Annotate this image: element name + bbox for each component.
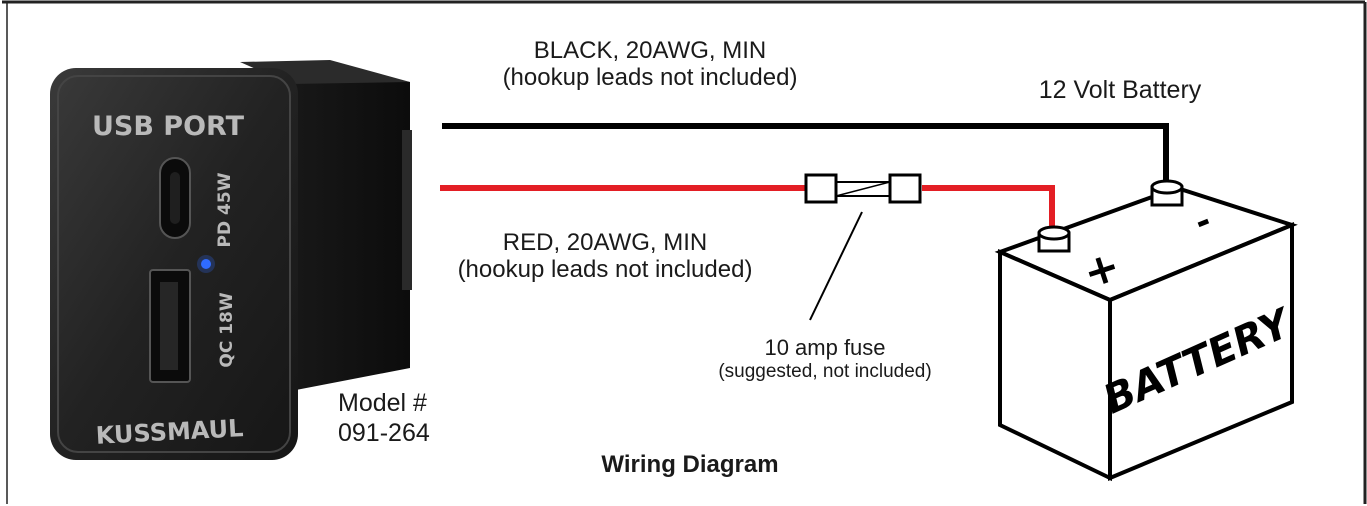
- port-a-label: QC 18W: [217, 292, 237, 368]
- device-bezel: [50, 68, 298, 460]
- battery-caption: 12 Volt Battery: [1038, 76, 1202, 104]
- fuse-rating: 10 amp fuse: [764, 335, 886, 360]
- fuse-leader-line: [809, 211, 863, 321]
- red-wire-label: RED, 20AWG, MIN (hookup leads not includ…: [420, 229, 790, 284]
- battery-icon: + - BATTERY: [994, 179, 1298, 482]
- red-wire-note: (hookup leads not included): [457, 255, 753, 283]
- fuse-note: (suggested, not included): [718, 360, 932, 382]
- negative-terminal: [1150, 179, 1184, 195]
- fuse-icon: [804, 173, 922, 204]
- model-value: 091-264: [338, 419, 430, 447]
- model-number: Model # 091-264: [338, 388, 430, 448]
- diagram-title: Wiring Diagram: [601, 451, 779, 478]
- device-top-label: USB PORT: [92, 111, 245, 142]
- red-wire-right: [922, 185, 1055, 230]
- device-housing: [270, 62, 410, 395]
- status-led-icon: [201, 259, 211, 269]
- black-wire-note: (hookup leads not included): [502, 63, 798, 91]
- fuse-label: 10 amp fuse (suggested, not included): [660, 335, 990, 382]
- black-wire-label: BLACK, 20AWG, MIN (hookup leads not incl…: [440, 37, 860, 92]
- model-label: Model #: [338, 389, 427, 417]
- black-wire-spec: BLACK, 20AWG, MIN: [533, 37, 767, 64]
- battery-front: [1108, 222, 1294, 482]
- black-wire: [442, 123, 1169, 185]
- red-wire-spec: RED, 20AWG, MIN: [502, 229, 708, 256]
- port-c-label: PD 45W: [215, 172, 235, 247]
- positive-terminal: [1037, 225, 1071, 241]
- usb-port-device: USB PORT PD 45W QC 18W KUSSMAUL: [50, 60, 412, 460]
